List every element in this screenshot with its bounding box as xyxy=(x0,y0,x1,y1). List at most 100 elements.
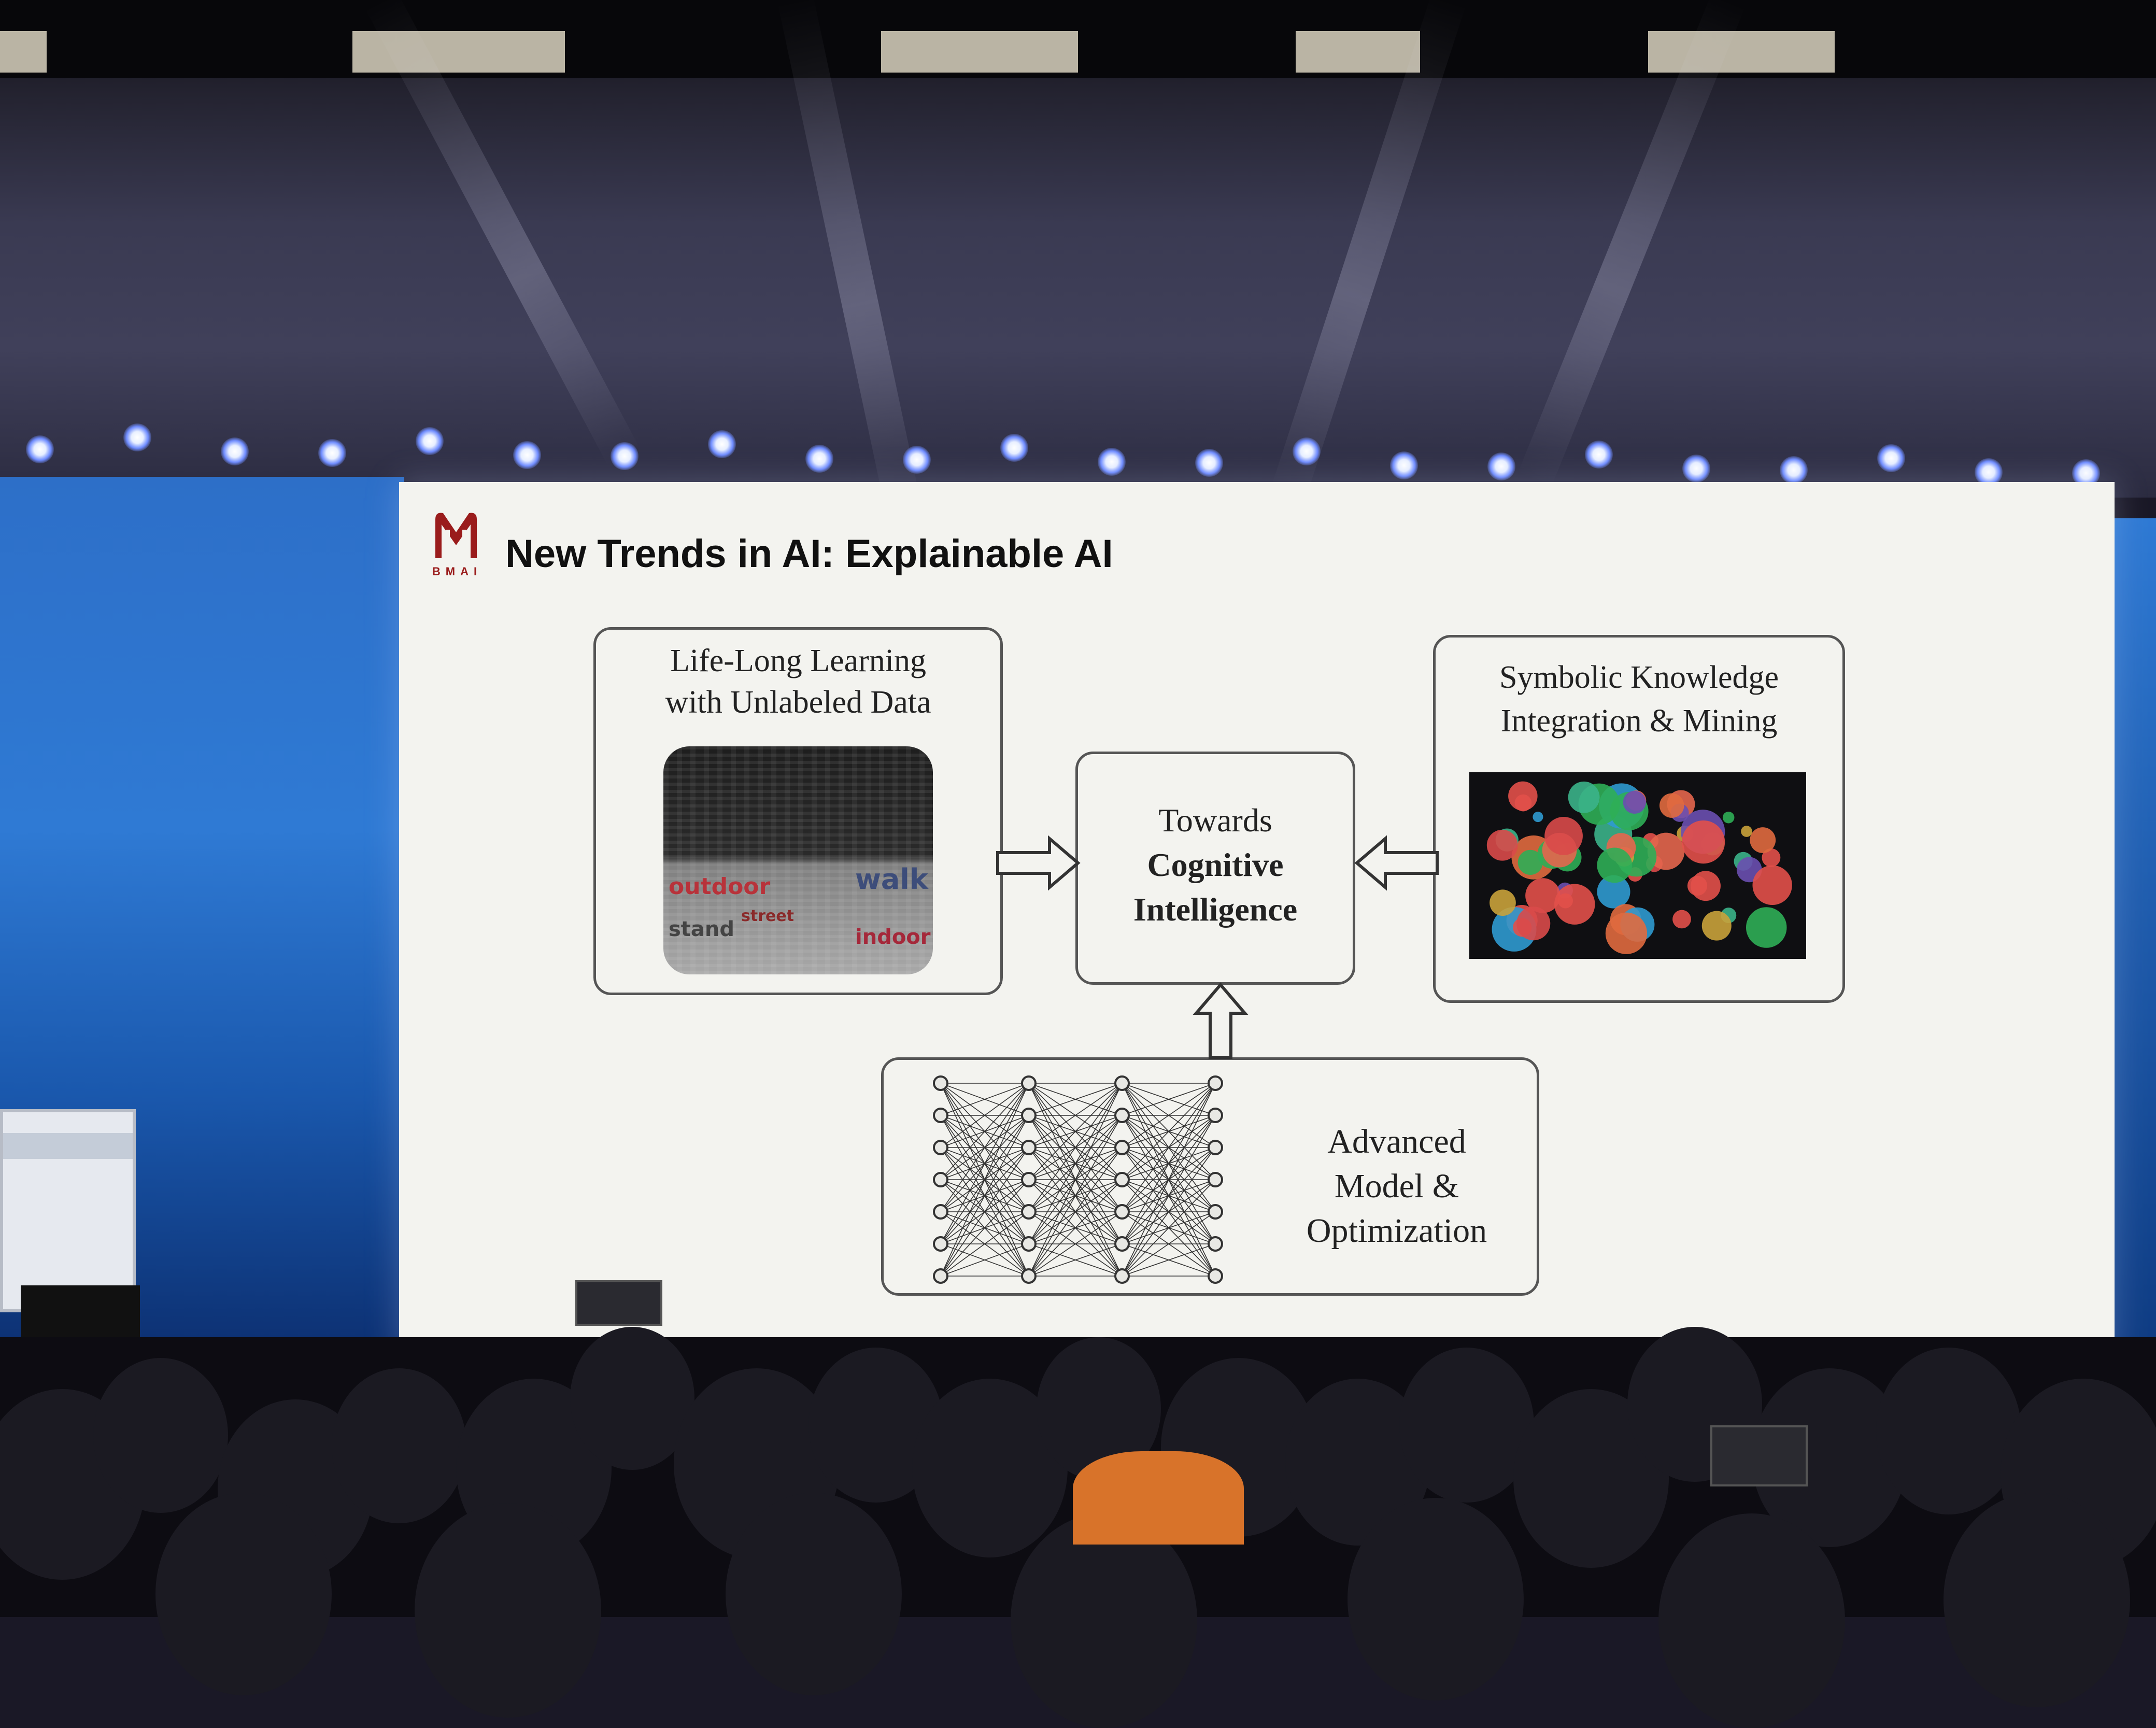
graph-bubble xyxy=(1597,875,1630,909)
label-line: Integration & Mining xyxy=(1500,703,1778,739)
network-edge xyxy=(1028,1083,1123,1180)
network-edge xyxy=(1122,1147,1216,1277)
arrow-left-icon xyxy=(1354,835,1439,891)
network-edge xyxy=(940,1243,1029,1277)
cognitive-intelligence-label: Towards Cognitive Intelligence xyxy=(1078,798,1353,932)
network-edge xyxy=(1122,1083,1216,1116)
stage-wall-right xyxy=(2109,518,2156,1373)
image-texture xyxy=(663,746,933,974)
stage-led xyxy=(1877,444,1905,472)
label-line: Cognitive xyxy=(1147,846,1284,883)
graph-bubble xyxy=(1762,848,1781,867)
network-edge xyxy=(940,1179,1029,1277)
network-node xyxy=(1114,1236,1130,1252)
stage-led xyxy=(123,423,151,451)
arrow-up-icon xyxy=(1193,982,1249,1059)
network-node xyxy=(1208,1172,1223,1187)
graph-bubble xyxy=(1486,829,1518,861)
graph-bubble xyxy=(1605,912,1648,954)
lifelong-learning-label: Life-Long Learning with Unlabeled Data xyxy=(596,640,1000,723)
truss-light xyxy=(0,31,47,73)
arrow-right-icon xyxy=(996,835,1081,891)
graph-bubble xyxy=(1659,793,1684,818)
network-node xyxy=(1021,1140,1037,1155)
network-node xyxy=(1208,1108,1223,1123)
stage-led xyxy=(416,427,444,455)
stage-led xyxy=(1780,456,1808,484)
network-edge xyxy=(940,1147,1029,1277)
label-line: Model & xyxy=(1334,1167,1459,1205)
word-street: street xyxy=(741,907,795,925)
network-edge xyxy=(1028,1083,1123,1277)
graph-bubble xyxy=(1516,907,1551,941)
network-node xyxy=(1114,1140,1130,1155)
network-node xyxy=(933,1140,948,1155)
network-edge xyxy=(1028,1115,1123,1277)
stage-led xyxy=(805,445,833,473)
network-node xyxy=(1021,1108,1037,1123)
network-edge xyxy=(1028,1179,1123,1277)
symbolic-knowledge-box: Symbolic Knowledge Integration & Mining xyxy=(1433,635,1845,1003)
stage-led xyxy=(1098,448,1126,476)
network-node xyxy=(933,1172,948,1187)
network-edge xyxy=(1028,1147,1123,1277)
network-node xyxy=(1114,1108,1130,1123)
network-node xyxy=(1208,1075,1223,1091)
stage-led xyxy=(1293,437,1321,465)
knowledge-graph-image xyxy=(1469,772,1806,959)
network-edge xyxy=(940,1083,1029,1212)
graph-bubble xyxy=(1490,889,1516,916)
audience-head xyxy=(1399,1348,1534,1503)
word-outdoor: outdoor xyxy=(669,873,771,900)
label-line: Life-Long Learning xyxy=(670,643,927,678)
network-edge xyxy=(940,1083,1029,1148)
graph-bubble xyxy=(1750,827,1776,853)
audience-head xyxy=(1876,1348,2021,1514)
network-edge xyxy=(1122,1179,1216,1277)
network-node xyxy=(1208,1140,1223,1155)
camera xyxy=(1710,1425,1808,1486)
network-edge xyxy=(1122,1083,1216,1180)
stage-led xyxy=(1195,449,1223,477)
label-line: Towards xyxy=(1158,802,1272,839)
stage-led xyxy=(1487,452,1515,480)
network-node xyxy=(933,1236,948,1252)
network-node xyxy=(933,1268,948,1284)
network-edge xyxy=(1122,1211,1216,1277)
stage-led xyxy=(903,446,931,474)
network-node xyxy=(1021,1268,1037,1284)
stage-led xyxy=(1000,434,1028,462)
stage-led xyxy=(221,437,249,465)
logo-icon xyxy=(435,513,477,558)
audience-head xyxy=(1348,1498,1524,1701)
network-edge xyxy=(1028,1243,1123,1277)
network-node xyxy=(1208,1204,1223,1220)
advanced-model-label: Advanced Model & Optimization xyxy=(1278,1120,1516,1253)
podium-banner xyxy=(3,1133,133,1159)
stage-led xyxy=(1585,441,1613,469)
network-edge xyxy=(1122,1083,1216,1244)
audience-head xyxy=(1011,1513,1197,1728)
graph-bubble xyxy=(1752,865,1792,905)
label-line: with Unlabeled Data xyxy=(665,685,931,720)
network-edge xyxy=(1028,1211,1123,1277)
graph-bubble xyxy=(1647,832,1685,870)
network-edge xyxy=(1122,1243,1216,1277)
network-edge xyxy=(1028,1083,1123,1212)
orange-hood xyxy=(1073,1451,1244,1545)
graph-bubble xyxy=(1701,911,1732,941)
network-edge xyxy=(1028,1083,1123,1116)
network-node xyxy=(1208,1268,1223,1284)
graph-bubble xyxy=(1597,847,1633,883)
graph-bubble xyxy=(1517,849,1543,875)
audience-head xyxy=(332,1368,466,1523)
word-walk: walk xyxy=(855,863,928,896)
stage-led xyxy=(318,439,346,467)
network-node xyxy=(1114,1268,1130,1284)
audience-head xyxy=(726,1493,902,1695)
graph-bubble xyxy=(1623,790,1646,814)
stage-led xyxy=(1390,451,1418,479)
network-node xyxy=(1114,1172,1130,1187)
knowledge-graph-bubbles xyxy=(1486,781,1792,954)
stage-led xyxy=(1975,458,2003,486)
